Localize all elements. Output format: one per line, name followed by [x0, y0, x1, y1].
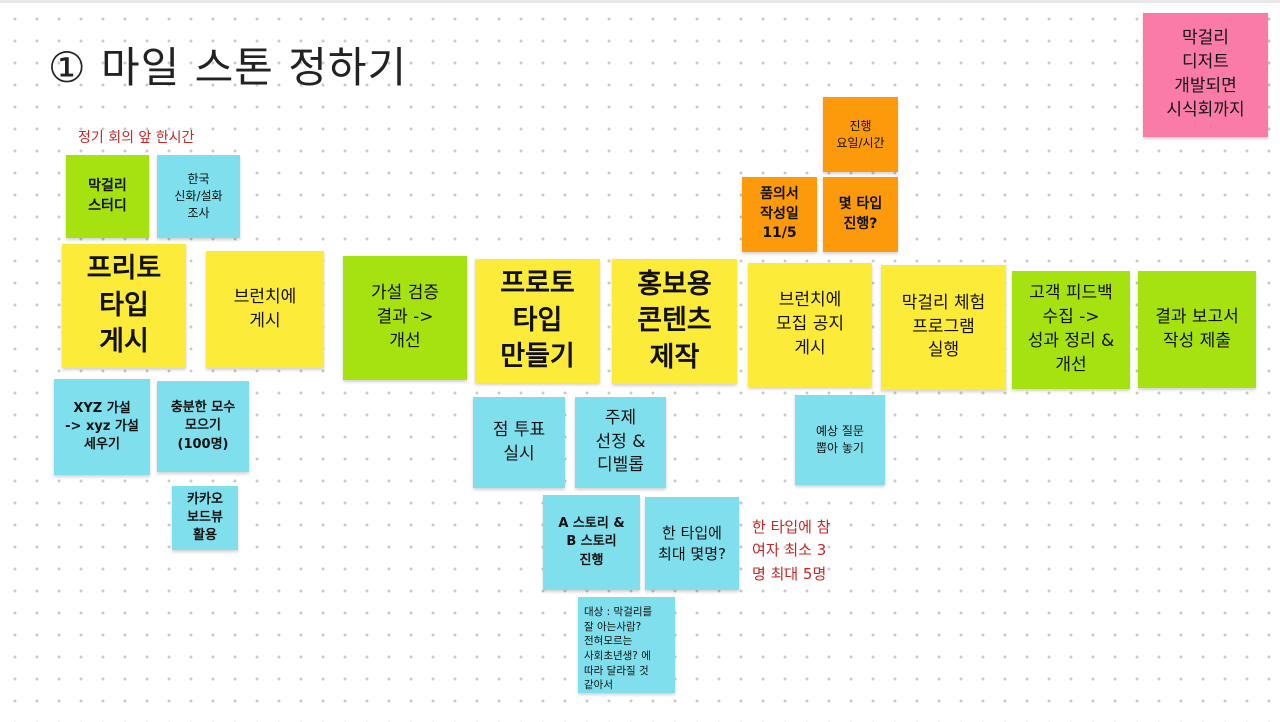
sticky-prototype-make[interactable]: 프로토 타입 만들기	[475, 259, 600, 383]
sticky-expected-questions[interactable]: 예상 질문 뽑아 놓기	[795, 395, 885, 485]
sticky-tasting-event[interactable]: 막걸리 디저트 개발되면 시식회까지	[1143, 13, 1268, 137]
sticky-hypothesis-verify[interactable]: 가설 검증 결과 -> 개선	[343, 256, 467, 380]
sticky-topic-develop[interactable]: 주제 선정 & 디벨롭	[575, 397, 666, 488]
sticky-proposal-date[interactable]: 품의서 작성일 11/5	[742, 177, 817, 252]
sticky-makgeolli-study[interactable]: 막걸리 스터디	[66, 155, 149, 238]
sticky-xyz-hypothesis[interactable]: XYZ 가설 -> xyz 가설 세우기	[54, 379, 150, 475]
sticky-sample-size[interactable]: 충분한 모수 모으기 (100명)	[157, 381, 249, 472]
sticky-kakao-vote[interactable]: 카카오 보드뷰 활용	[172, 486, 238, 550]
top-border	[0, 0, 1280, 3]
sticky-experience-program[interactable]: 막걸리 체험 프로그램 실행	[881, 265, 1006, 390]
sticky-dot-vote[interactable]: 점 투표 실시	[473, 397, 565, 488]
page-title: ① 마일 스톤 정하기	[48, 43, 408, 92]
sticky-customer-feedback[interactable]: 고객 피드백 수집 -> 성과 정리 & 개선	[1012, 271, 1130, 389]
sticky-brunch-post[interactable]: 브런치에 게시	[206, 251, 324, 368]
sticky-korean-myth-research[interactable]: 한국 신화/설화 조사	[157, 155, 240, 238]
sticky-final-report[interactable]: 결과 보고서 작성 제출	[1138, 271, 1256, 388]
participants-note: 한 타입에 참 여자 최소 3 명 최대 5명	[752, 518, 831, 583]
sticky-target-audience[interactable]: 대상 : 막걸리를 잘 아는사람? 전혀모르는 사회초년생? 에 따라 달라질 …	[578, 597, 675, 693]
meeting-note: 정기 회의 앞 한시간	[78, 130, 195, 146]
sticky-max-per-type[interactable]: 한 타입에 최대 몇명?	[645, 497, 739, 590]
sticky-prototype-post[interactable]: 프리토 타입 게시	[62, 244, 186, 368]
sticky-promo-content[interactable]: 홍보용 콘텐츠 제작	[612, 259, 737, 384]
sticky-schedule[interactable]: 진행 요일/시간	[823, 97, 898, 172]
sticky-brunch-recruit[interactable]: 브런치에 모집 공지 게시	[748, 263, 872, 387]
sticky-type-count[interactable]: 몇 타입 진행?	[823, 177, 898, 252]
sticky-story-ab[interactable]: A 스토리 & B 스토리 진행	[543, 495, 640, 590]
